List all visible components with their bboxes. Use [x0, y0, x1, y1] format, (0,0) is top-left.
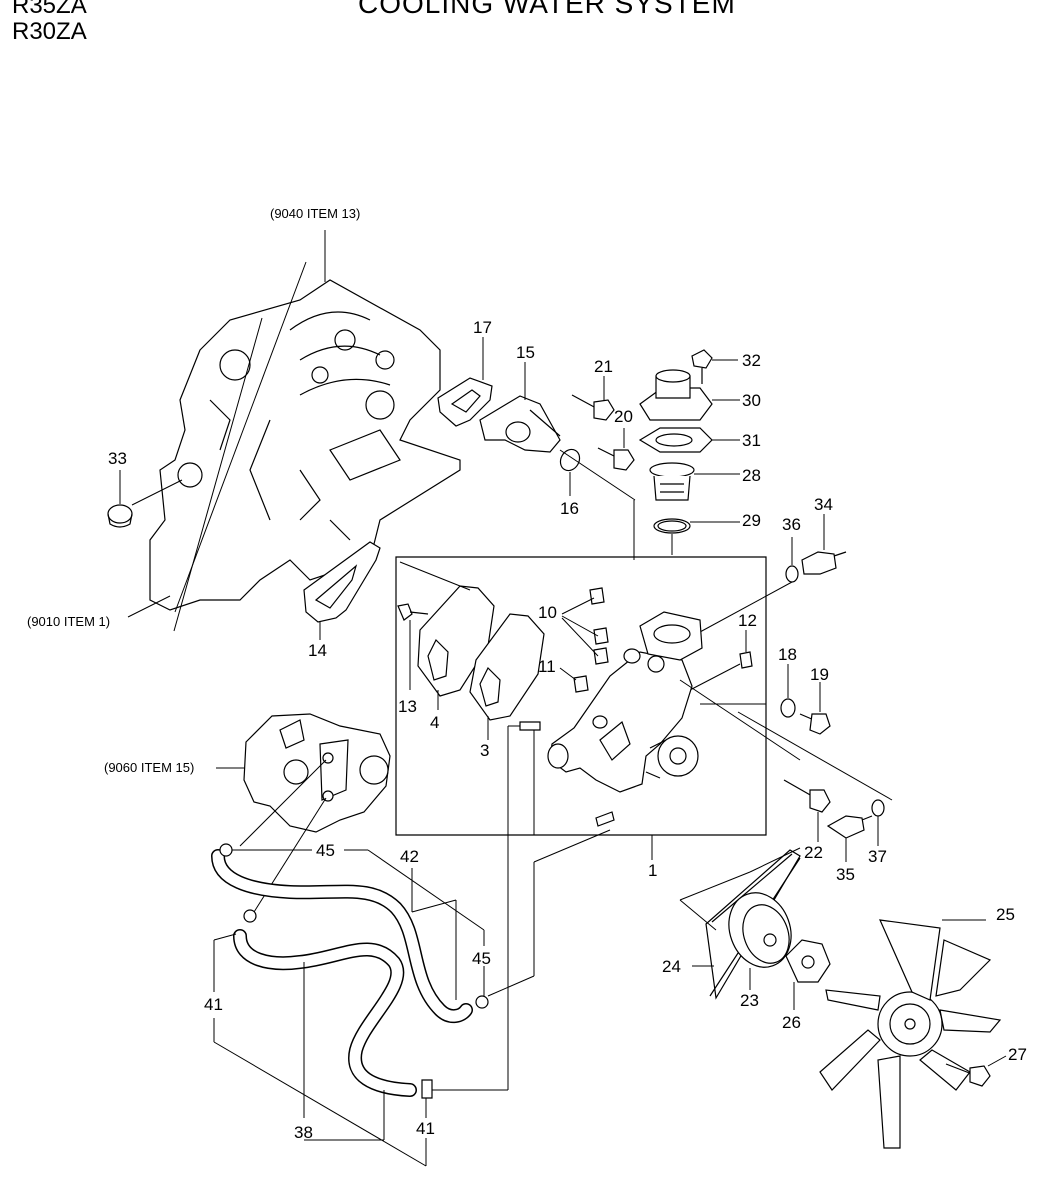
water-outlet-housing-15	[479, 362, 561, 453]
ring-29	[653, 518, 740, 555]
plug-11	[559, 667, 589, 693]
callout-41-left: 41	[204, 995, 223, 1014]
callout-12: 12	[738, 611, 757, 630]
callout-29: 29	[742, 511, 761, 530]
bolt-13	[397, 603, 429, 690]
callout-45-upper: 45	[316, 841, 335, 860]
ref-injection-pump: (9060 ITEM 15)	[104, 760, 194, 775]
callout-27: 27	[1008, 1045, 1027, 1064]
callout-30: 30	[742, 391, 761, 410]
callout-25: 25	[996, 905, 1015, 924]
callout-18: 18	[778, 645, 797, 664]
ref-engine-block: (9040 ITEM 13)	[270, 206, 360, 221]
engine-section-line	[174, 261, 307, 613]
callout-42: 42	[400, 847, 419, 866]
callout-31: 31	[742, 431, 761, 450]
water-pump-body	[547, 611, 801, 793]
callout-17: 17	[473, 318, 492, 337]
page-title: COOLING WATER SYSTEM	[358, 0, 736, 19]
cooling-fan-25	[819, 919, 1002, 1149]
callout-35: 35	[836, 865, 855, 884]
injection-pump-drawing	[216, 713, 391, 913]
plugs-10	[561, 587, 609, 665]
clamp-45-lower	[475, 829, 611, 1009]
bolt-22	[783, 779, 831, 842]
hose-38	[233, 929, 417, 1118]
o-ring-16	[559, 448, 581, 496]
bolt-20	[597, 428, 635, 471]
plug-33	[107, 470, 183, 528]
callout-28: 28	[742, 466, 761, 485]
connector-41	[421, 1079, 508, 1166]
thermostat-28	[649, 462, 740, 501]
leader-housing-axis	[559, 449, 636, 501]
callout-36: 36	[782, 515, 801, 534]
callout-34: 34	[814, 495, 833, 514]
leader-crankcase-ref	[127, 595, 171, 618]
callout-10: 10	[538, 603, 557, 622]
model-label-1: R35ZA	[12, 0, 87, 19]
callout-22: 22	[804, 843, 823, 862]
model-label-2: R30ZA	[12, 18, 87, 45]
bolt-27	[945, 1055, 1007, 1087]
callout-41-lower: 41	[416, 1119, 435, 1138]
washer-18	[780, 664, 796, 718]
washer-37	[871, 799, 885, 846]
callout-11: 11	[538, 657, 556, 676]
gasket-31	[638, 427, 740, 453]
ref-crankcase: (9010 ITEM 1)	[27, 614, 110, 629]
callout-16: 16	[560, 499, 579, 518]
fan-pulley-23	[728, 892, 792, 990]
bolt-32	[691, 349, 738, 384]
callout-1: 1	[648, 861, 657, 880]
callout-15: 15	[516, 343, 535, 362]
engine-section-line-2	[173, 317, 263, 632]
assembly-frame-1	[395, 556, 767, 836]
gasket-14	[303, 541, 381, 640]
spacer-26	[785, 939, 831, 1010]
callout-21: 21	[594, 357, 613, 376]
thermostat-cover-30	[639, 369, 740, 421]
plug-12	[689, 630, 753, 691]
pipe-pin-lower	[533, 730, 615, 835]
gasket-3	[469, 613, 545, 740]
callout-14: 14	[308, 641, 327, 660]
callout-20: 20	[614, 407, 633, 426]
callout-37: 37	[868, 847, 887, 866]
callout-26: 26	[782, 1013, 801, 1032]
callout-13: 13	[398, 697, 417, 716]
callout-23: 23	[740, 991, 759, 1010]
washer-36	[699, 537, 799, 633]
sensor-34	[801, 514, 847, 575]
bracket-41	[213, 933, 427, 1167]
hose-42	[211, 849, 473, 1023]
callout-32: 32	[742, 351, 761, 370]
callout-19: 19	[810, 665, 829, 684]
callout-33: 33	[108, 449, 127, 468]
gasket-17	[437, 337, 493, 427]
sensor-35	[826, 815, 873, 862]
callout-4: 4	[430, 713, 439, 732]
bolt-19	[799, 682, 831, 735]
pipe-pin-upper	[507, 721, 541, 1090]
clamp-45-upper	[219, 843, 485, 946]
callout-3: 3	[480, 741, 489, 760]
callout-38: 38	[294, 1123, 313, 1142]
leader-sensor-axis	[737, 711, 893, 801]
engine-block-drawing	[149, 279, 461, 611]
callout-45-lower: 45	[472, 949, 491, 968]
bolt-21	[571, 376, 615, 421]
callout-24: 24	[662, 957, 681, 976]
